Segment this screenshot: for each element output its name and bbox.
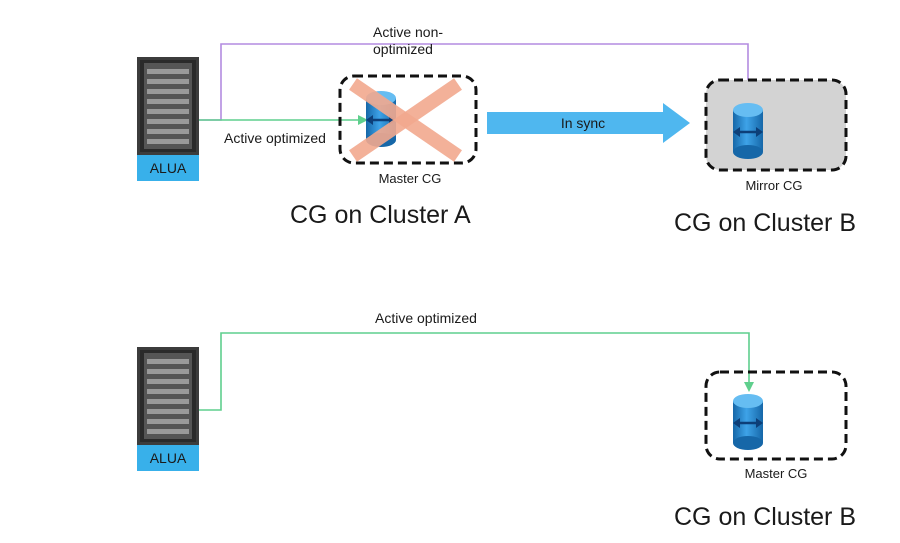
path-active-optimized-bottom [199,332,754,411]
alua-badge-top-bg [137,155,199,181]
master-cg-box-top [338,74,478,165]
cluster-b-title-bottom: CG on Cluster B [674,503,856,531]
cluster-b-title-top: CG on Cluster B [674,209,856,237]
master-cg-label-bottom: Master CG [745,466,808,481]
cross-icon [349,78,462,162]
label-active-non-optimized-1: Active non- [373,24,443,40]
label-active-non-optimized-2: optimized [373,41,433,57]
cg-volume-icon [731,101,765,161]
in-sync-arrow: In sync [487,103,690,143]
label-active-optimized-bottom: Active optimized [375,310,477,326]
alua-badge-bottom: ALUA [150,450,187,466]
server-rack-icon [137,347,199,445]
master-cg-label-top: Master CG [379,171,442,186]
alua-badge-bottom-bg [137,445,199,471]
cg-volume-icon [731,392,765,452]
server-top: ALUA [137,57,199,181]
in-sync-label: In sync [561,115,605,131]
cluster-a-title: CG on Cluster A [290,201,471,229]
server-bottom: ALUA [137,347,199,471]
alua-badge-top: ALUA [150,160,187,176]
master-cg-box-bottom [704,370,848,461]
label-active-optimized-top: Active optimized [224,130,326,146]
mirror-cg-box [704,78,848,172]
mirror-cg-label: Mirror CG [745,178,802,193]
server-rack-icon [137,57,199,155]
